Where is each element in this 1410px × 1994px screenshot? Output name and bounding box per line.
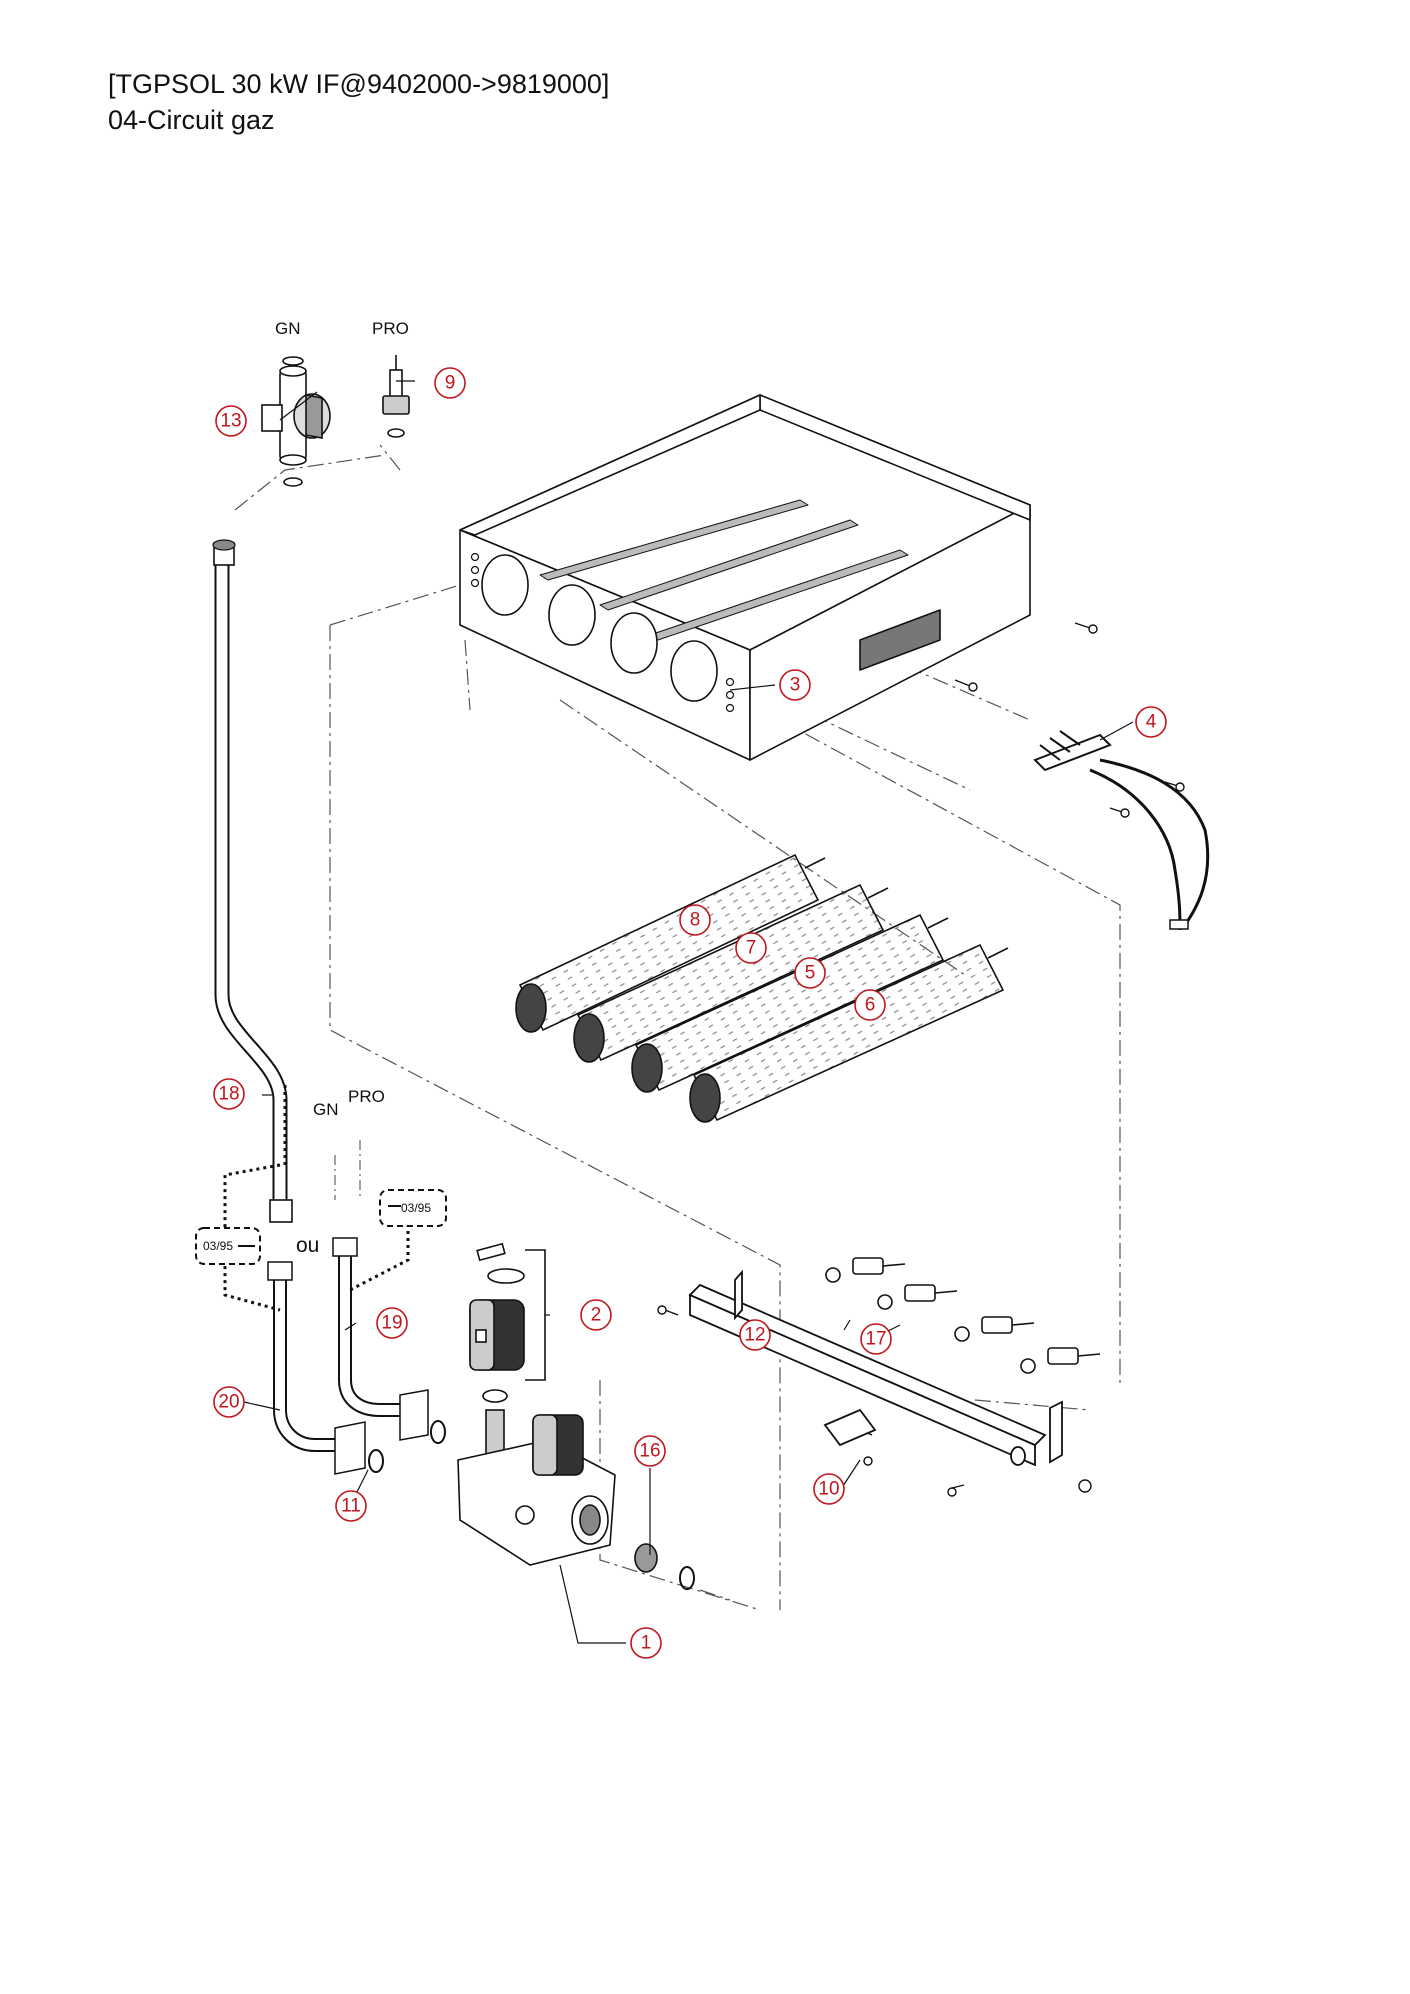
label-gn-top: GN bbox=[275, 319, 301, 338]
pro-nozzle bbox=[382, 355, 410, 438]
callout-10: 10 bbox=[813, 1473, 845, 1505]
svg-text:8: 8 bbox=[690, 910, 701, 931]
label-pro-mid: PRO bbox=[348, 1087, 385, 1106]
callout-9: 9 bbox=[434, 367, 466, 399]
callout-11: 11 bbox=[335, 1490, 367, 1522]
svg-text:11: 11 bbox=[341, 1496, 361, 1517]
svg-text:9: 9 bbox=[445, 373, 456, 394]
burner-tubes bbox=[515, 853, 1009, 1123]
gas-pipe bbox=[212, 539, 293, 1223]
page-header: [TGPSOL 30 kW IF@9402000->9819000] 04-Ci… bbox=[108, 66, 609, 138]
label-pro-top: PRO bbox=[372, 319, 409, 338]
callout-19: 19 bbox=[376, 1307, 408, 1339]
gas-pipes-19-20 bbox=[267, 1237, 446, 1475]
callouts: 1 2 3 4 5 6 7 8 9 10 11 12 13 16 17 18 1… bbox=[213, 367, 1167, 1659]
svg-text:17: 17 bbox=[865, 1329, 886, 1350]
callout-5: 5 bbox=[794, 957, 826, 989]
svg-text:12: 12 bbox=[744, 1325, 765, 1346]
label-ou: ou bbox=[296, 1234, 319, 1257]
leader-mid-lines bbox=[334, 1140, 361, 1200]
screws bbox=[657, 622, 1185, 1497]
svg-text:7: 7 bbox=[746, 938, 757, 959]
callout-8: 8 bbox=[679, 904, 711, 936]
svg-text:3: 3 bbox=[790, 675, 801, 696]
svg-text:03/95: 03/95 bbox=[203, 1239, 233, 1253]
gas-tap bbox=[261, 356, 331, 487]
burner-tube-5 bbox=[631, 913, 949, 1093]
ignition-electrode bbox=[1033, 730, 1210, 931]
svg-text:4: 4 bbox=[1146, 712, 1157, 733]
svg-text:19: 19 bbox=[381, 1313, 402, 1334]
section-title: 04-Circuit gaz bbox=[108, 105, 275, 135]
burner-box bbox=[459, 394, 1031, 761]
svg-text:10: 10 bbox=[818, 1479, 839, 1500]
callout-12: 12 bbox=[739, 1319, 771, 1351]
callout-6: 6 bbox=[854, 989, 886, 1021]
model-reference: [TGPSOL 30 kW IF@9402000->9819000] bbox=[108, 69, 610, 99]
svg-text:6: 6 bbox=[865, 995, 876, 1016]
gas-valve bbox=[457, 1389, 695, 1590]
burner-tube-7 bbox=[573, 883, 889, 1063]
svg-text:2: 2 bbox=[591, 1305, 602, 1326]
gas-manifold bbox=[688, 1269, 1063, 1467]
svg-text:18: 18 bbox=[218, 1084, 239, 1105]
callout-13: 13 bbox=[215, 405, 247, 437]
callout-4: 4 bbox=[1135, 706, 1167, 738]
svg-text:5: 5 bbox=[805, 963, 816, 984]
solenoid-coil bbox=[469, 1242, 546, 1381]
injectors bbox=[825, 1257, 1101, 1374]
burner-tube-6 bbox=[689, 943, 1009, 1123]
svg-text:13: 13 bbox=[220, 411, 241, 432]
callout-20: 20 bbox=[213, 1386, 245, 1418]
svg-text:03/95: 03/95 bbox=[401, 1201, 431, 1215]
version-box-right: 03/95 bbox=[379, 1189, 447, 1227]
label-gn-mid: GN bbox=[313, 1100, 339, 1119]
callout-18: 18 bbox=[213, 1078, 245, 1110]
callout-17: 17 bbox=[860, 1323, 892, 1355]
version-box-left: 03/95 bbox=[195, 1227, 261, 1265]
callout-1: 1 bbox=[630, 1627, 662, 1659]
callout-3: 3 bbox=[779, 669, 811, 701]
svg-text:16: 16 bbox=[639, 1441, 660, 1462]
svg-text:20: 20 bbox=[218, 1392, 239, 1413]
callout-16: 16 bbox=[634, 1435, 666, 1467]
burner-tube-8 bbox=[515, 853, 826, 1033]
callout-7: 7 bbox=[735, 932, 767, 964]
callout-2: 2 bbox=[580, 1299, 612, 1331]
svg-text:1: 1 bbox=[641, 1633, 652, 1654]
